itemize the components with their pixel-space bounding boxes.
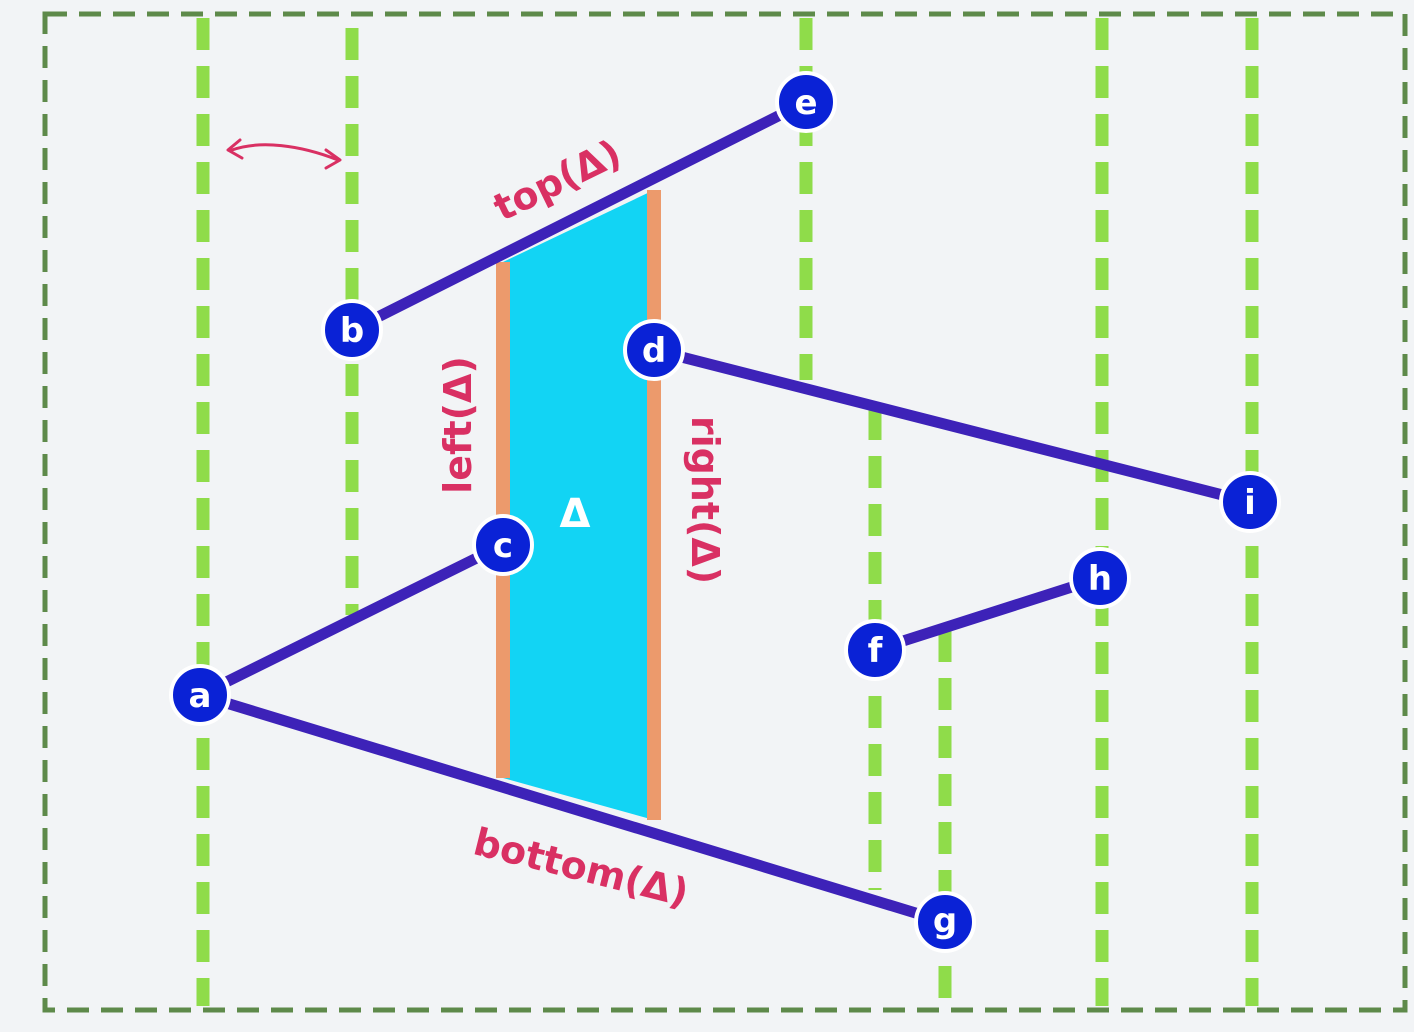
bounding-box	[42, 11, 1408, 1013]
segment-d-i	[648, 344, 1256, 508]
node-c: c	[472, 514, 534, 576]
segment-f-h	[869, 572, 1106, 656]
nodes: a b c d e f g h	[169, 71, 1281, 953]
node-d: d	[623, 319, 685, 381]
label-right: right(Δ)	[683, 416, 727, 584]
segment-b-e	[346, 96, 812, 336]
node-g: g	[914, 891, 976, 953]
node-i: i	[1219, 471, 1281, 533]
segments	[194, 96, 1256, 928]
segment-a-c	[194, 539, 509, 701]
trapezoid-delta	[503, 190, 654, 820]
node-h-label: h	[1088, 559, 1112, 599]
node-e-label: e	[794, 83, 817, 123]
node-c-label: c	[493, 526, 513, 566]
label-left: left(Δ)	[436, 356, 480, 494]
node-i-label: i	[1244, 483, 1256, 523]
node-a-label: a	[189, 676, 212, 716]
node-f-label: f	[868, 631, 884, 671]
node-a: a	[169, 664, 231, 726]
double-headed-arrow-icon	[226, 138, 342, 170]
node-b-label: b	[340, 311, 364, 351]
node-f: f	[844, 619, 906, 681]
label-delta: Δ	[560, 491, 591, 537]
node-d-label: d	[642, 331, 666, 371]
segment-a-g	[194, 689, 951, 928]
node-e: e	[775, 71, 837, 133]
node-b: b	[321, 299, 383, 361]
node-h: h	[1069, 547, 1131, 609]
node-g-label: g	[933, 901, 957, 941]
